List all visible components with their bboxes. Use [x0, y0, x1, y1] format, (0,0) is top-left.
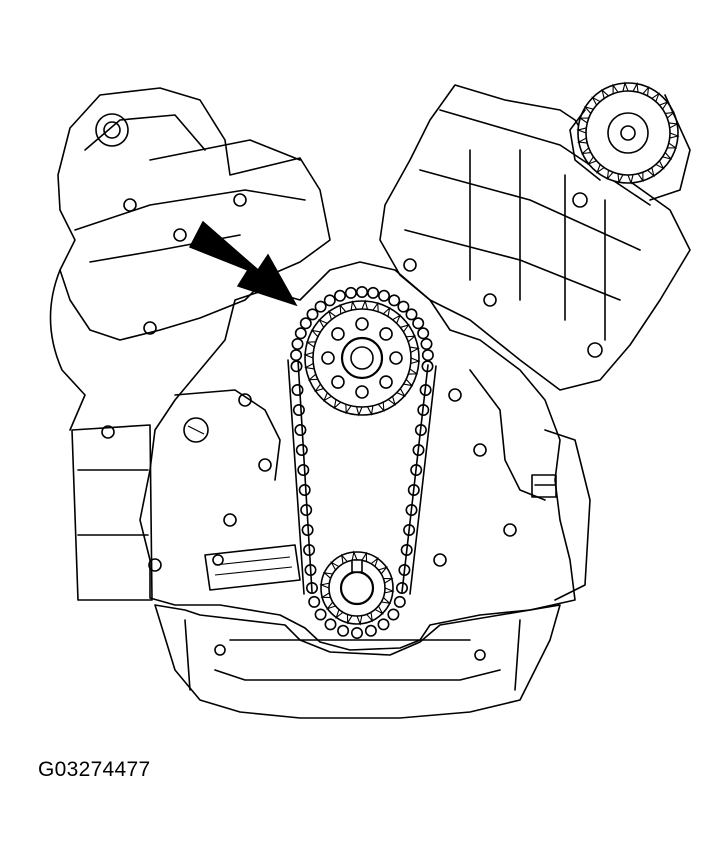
camshaft-sprocket-icon [303, 299, 421, 417]
figure-id-label: G03274477 [38, 758, 151, 781]
engine-block-front-icon [49, 84, 691, 719]
rear-bank-sprocket-icon [569, 81, 691, 201]
engine-timing-diagram [49, 81, 691, 719]
pointer-arrow-icon [188, 220, 298, 307]
timing-chain-icon [287, 285, 437, 639]
crankshaft-sprocket-icon [319, 550, 395, 626]
